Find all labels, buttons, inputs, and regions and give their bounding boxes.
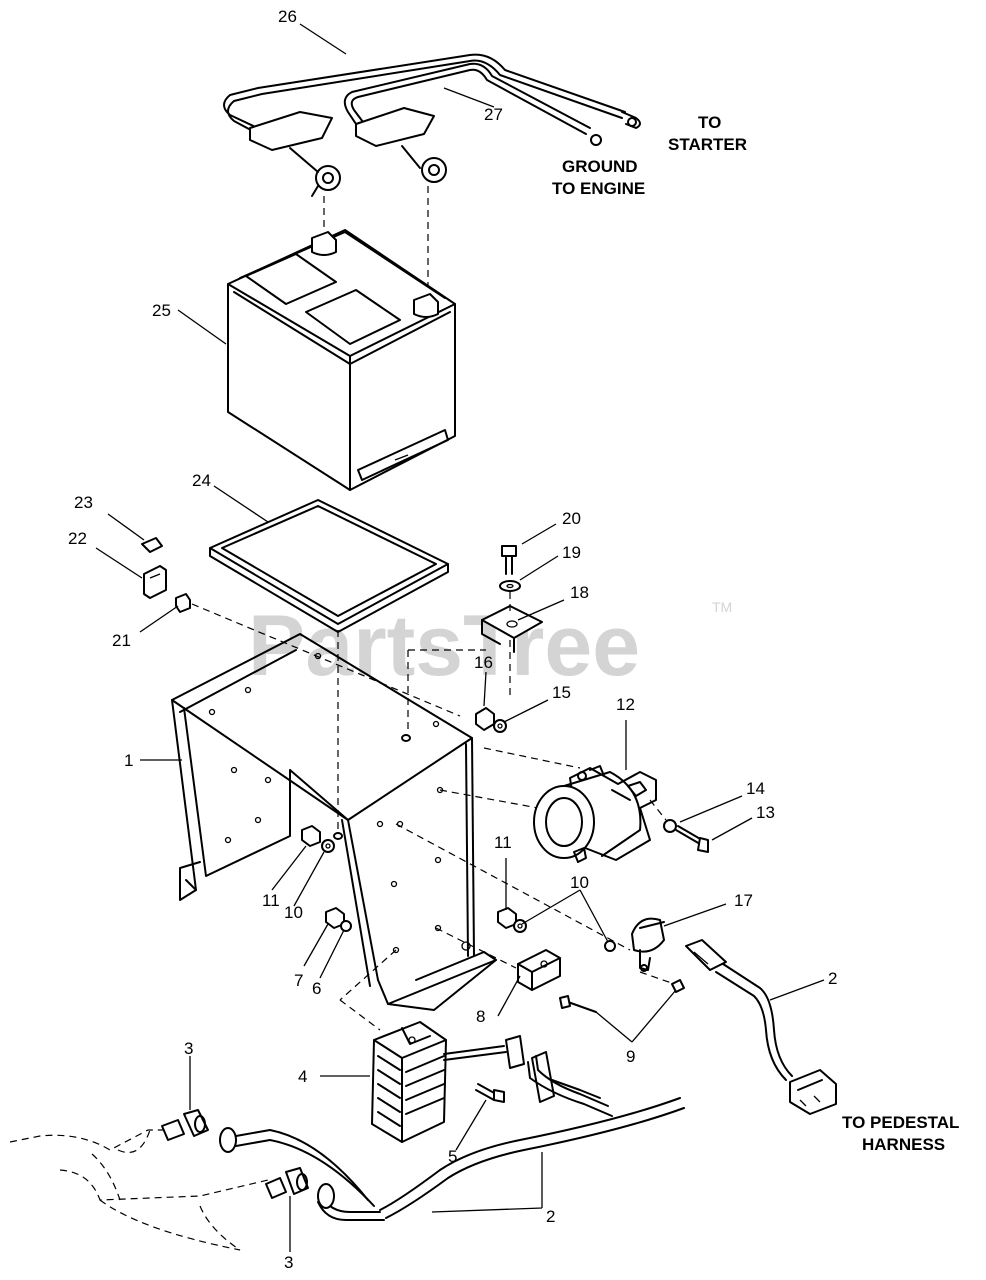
relay-17 (631, 917, 665, 972)
nut-16 (475, 707, 495, 731)
callout-22: 22 (68, 529, 87, 548)
washer-10-right (513, 919, 527, 933)
connector-22 (143, 565, 167, 599)
bracket-18 (481, 605, 543, 653)
callout-4: 4 (298, 1067, 307, 1086)
assembly-line (395, 823, 631, 951)
note-pedestal-line2: HARNESS (862, 1135, 945, 1154)
callout-13: 13 (756, 803, 775, 822)
callout-10-right: 10 (570, 873, 589, 892)
assembly-line (483, 747, 581, 769)
callout-11-left: 11 (262, 891, 280, 910)
callout-6: 6 (312, 979, 321, 998)
assembly-line (649, 799, 667, 821)
screw-9 (559, 979, 685, 1013)
note-to-pedestal-harness: TO PEDESTAL HARNESS (842, 1113, 959, 1154)
screw-13 (675, 825, 709, 853)
starter-solenoid-12 (533, 765, 657, 863)
callout-10-left: 10 (284, 903, 303, 922)
assembly-line (435, 927, 517, 969)
battery-mount-bracket-1 (171, 633, 497, 1011)
callout-14: 14 (746, 779, 765, 798)
washer-15 (493, 719, 507, 733)
screw-5 (475, 1083, 505, 1103)
connector-3-upper (161, 1109, 209, 1141)
watermark: PartsTree (248, 598, 640, 694)
leader-lines (95, 23, 825, 1252)
cap-23 (141, 537, 163, 553)
connector-3-lower (265, 1167, 309, 1199)
battery-25 (227, 229, 456, 491)
battery-cable-27 (343, 62, 602, 183)
note-to-starter-line2: STARTER (668, 135, 747, 154)
callout-17: 17 (734, 891, 753, 910)
callout-7: 7 (294, 971, 303, 990)
wire-harness-2 (219, 939, 837, 1221)
note-to-starter-line1: TO (698, 113, 721, 132)
callout-12: 12 (616, 695, 635, 714)
callout-19: 19 (562, 543, 581, 562)
callout-8: 8 (476, 1007, 485, 1026)
callout-11-right: 11 (494, 833, 512, 852)
watermark-tm: TM (712, 599, 732, 615)
assembly-line (191, 603, 461, 717)
callout-20: 20 (562, 509, 581, 528)
grommet-21 (175, 593, 191, 613)
washer-6 (340, 920, 352, 932)
callout-25: 25 (152, 301, 171, 320)
note-to-starter: TO STARTER (668, 113, 747, 154)
washer-19 (499, 580, 521, 592)
assembly-line (339, 999, 381, 1031)
callout-5: 5 (448, 1147, 457, 1166)
callout-23: 23 (74, 493, 93, 512)
callout-26: 26 (278, 7, 297, 26)
bolt-20 (501, 545, 517, 575)
callout-27: 27 (484, 105, 503, 124)
callout-1: 1 (124, 751, 133, 770)
callout-16: 16 (474, 653, 493, 672)
voltage-regulator-4 (371, 1021, 447, 1143)
callout-21: 21 (112, 631, 131, 650)
callout-9: 9 (626, 1047, 635, 1066)
callout-18: 18 (570, 583, 589, 602)
callout-3-lower: 3 (284, 1253, 293, 1272)
note-ground-to-engine: GROUND TO ENGINE (552, 157, 645, 198)
battery-cable-26 (223, 53, 641, 197)
callout-24: 24 (192, 471, 211, 490)
fuse-holder-8 (517, 949, 561, 991)
note-ground-line2: TO ENGINE (552, 179, 645, 198)
washer-10-lower (604, 940, 616, 952)
callout-2-lower: 2 (546, 1207, 555, 1226)
callout-2-upper: 2 (828, 969, 837, 988)
nut-11-left (301, 825, 321, 847)
assembly-line (339, 949, 397, 1001)
washer-10-left (321, 839, 335, 853)
engine-outline (9, 1129, 269, 1251)
callout-labels: 26 27 25 24 23 22 21 20 19 18 16 15 12 1… (68, 7, 837, 1272)
regulator-leads (443, 1035, 601, 1099)
washer-14 (663, 819, 677, 833)
note-ground-line1: GROUND (562, 157, 638, 176)
note-pedestal-line1: TO PEDESTAL (842, 1113, 959, 1132)
callout-15: 15 (552, 683, 571, 702)
callout-3-upper: 3 (184, 1039, 193, 1058)
